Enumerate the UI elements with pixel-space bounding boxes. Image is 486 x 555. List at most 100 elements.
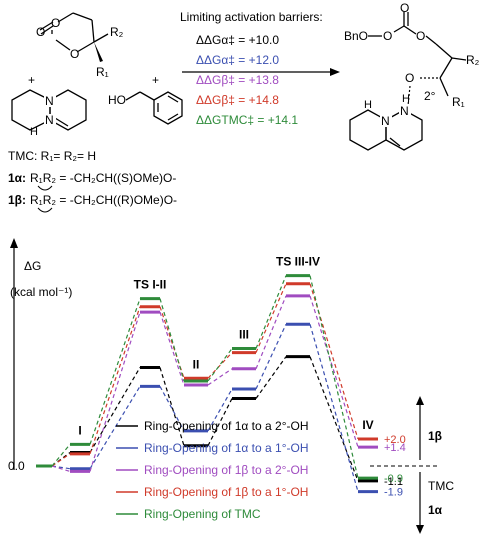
end-value-label: -0.9 [384,473,403,485]
benzyl-ho-label: HO [108,93,126,107]
alpha-definition-label: 1α: [8,171,26,185]
energy-connector [159,367,185,446]
energy-connector [207,368,233,386]
series [36,294,378,473]
product-o-label: O [416,29,425,43]
carbonate-structure [39,12,109,62]
end-value-label: -1.1 [384,476,403,488]
energy-connector [309,356,359,482]
energy-connector [309,324,359,492]
carbonate-o-label: O [70,47,79,61]
y-axis-label: ΔG [24,259,41,273]
y-axis-arrowhead [10,238,18,248]
product-r1-label: R₁ [452,95,465,109]
product-o-label: O [400,1,409,15]
energy-connector [89,298,141,445]
tbd-n-label: N [45,94,54,108]
energy-connector [51,465,71,472]
legend-entry: Ring-Opening of 1α to a 2°-OH [144,419,308,433]
series [36,274,378,480]
end-value-label: +1.4 [384,442,406,454]
energy-connector [159,311,185,386]
station-label: TS III-IV [276,255,320,269]
energy-connector [207,398,233,447]
product-r2-label: R₂ [466,53,480,67]
tbd-h-label: H [30,126,38,138]
station-label: TS I-II [134,278,167,292]
product-h-label: H [364,99,372,111]
legend-entry: Ring-Opening of TMC [144,507,261,521]
carbonate-o-label: O [51,16,60,30]
station-label: I [78,423,81,437]
legend-entry: Ring-Opening of 1α to a 1°-OH [144,441,308,455]
legend-entry: Ring-Opening of 1β to a 1°-OH [144,485,308,499]
product-bno-label: BnO [344,29,368,43]
product-o-label: O [383,29,392,43]
tbd-nh-label: N [45,113,54,127]
energy-connector [255,275,287,349]
zero-label: 0.0 [8,459,25,473]
energy-connector [51,444,71,467]
barrier-entry: ΔΔGTMC‡ = +14.1 [196,113,298,127]
bond-arc-beta [37,207,53,213]
station-label: IV [362,418,373,432]
carbonate-o-label: O [36,25,45,39]
end-labels: +2.0+1.4-0.9-1.1-1.9 [384,434,406,499]
end-value-label: -1.9 [384,487,403,499]
beta-bracket-label: 1β [428,429,442,443]
product-structure [368,12,467,97]
energy-connector [309,283,359,440]
y-axis-unit: (kcal mol⁻¹) [10,285,72,299]
beta-bracket-arrowhead [416,396,424,405]
tbd-nh-mask [44,114,56,126]
energy-connector [255,323,287,390]
tbd-n-mask [44,95,56,107]
energy-connector [207,352,233,379]
energy-connector [89,306,141,455]
product-n-mask [380,115,392,127]
energy-connector [255,283,287,353]
energy-connector [159,306,185,379]
plus-sign: + [28,73,35,87]
energy-connector [207,348,233,382]
barrier-title: Limiting activation barriers: [180,10,323,24]
beta-definition: R₁R₂ = -CH₂CH((R)OMe)O- [30,193,177,207]
product-secondary-label: 2° [424,89,436,103]
energy-connector [159,298,185,382]
carbonate-r1-label: R₁ [96,65,109,79]
legend-entry: Ring-Opening of 1β to a 2°-OH [144,463,308,477]
energy-series [36,274,378,494]
alpha-definition: R₁R₂ = -CH₂CH((S)OMe)O- [30,171,176,185]
benzyl-alcohol-structure [125,91,183,125]
beta-definition-label: 1β: [8,193,26,207]
energy-connector [255,356,287,399]
product-h-label: H [402,93,410,105]
barrier-entry: ΔΔGβ‡ = +13.8 [196,73,279,87]
tmc-definition: TMC: R₁= R₂= H [8,149,96,163]
energy-connector [89,367,141,453]
barrier-entry: ΔΔGα‡ = +10.0 [196,33,279,47]
energy-connector [255,295,287,370]
product-n-label: N [381,114,390,128]
energy-connector [51,453,71,467]
carbonate-r2-label: R₂ [110,25,124,39]
station-label: III [239,328,249,342]
bond-arc-alpha [37,185,53,191]
series [36,282,378,468]
plus-sign: + [152,73,159,87]
legend: Ring-Opening of 1α to a 2°-OH Ring-Openin… [116,419,308,521]
alpha-bracket-arrowhead [416,525,424,534]
energy-connector [159,386,185,432]
reaction-arrowhead [330,68,340,76]
tmc-bracket-label: TMC [428,479,454,493]
energy-connector [309,295,359,448]
station-label: II [193,357,200,371]
product-o-label: O [405,71,414,85]
barrier-entry: ΔΔGβ‡ = +14.8 [196,93,279,107]
energy-connector [207,388,233,432]
barrier-entry: ΔΔGα‡ = +12.0 [196,53,279,67]
